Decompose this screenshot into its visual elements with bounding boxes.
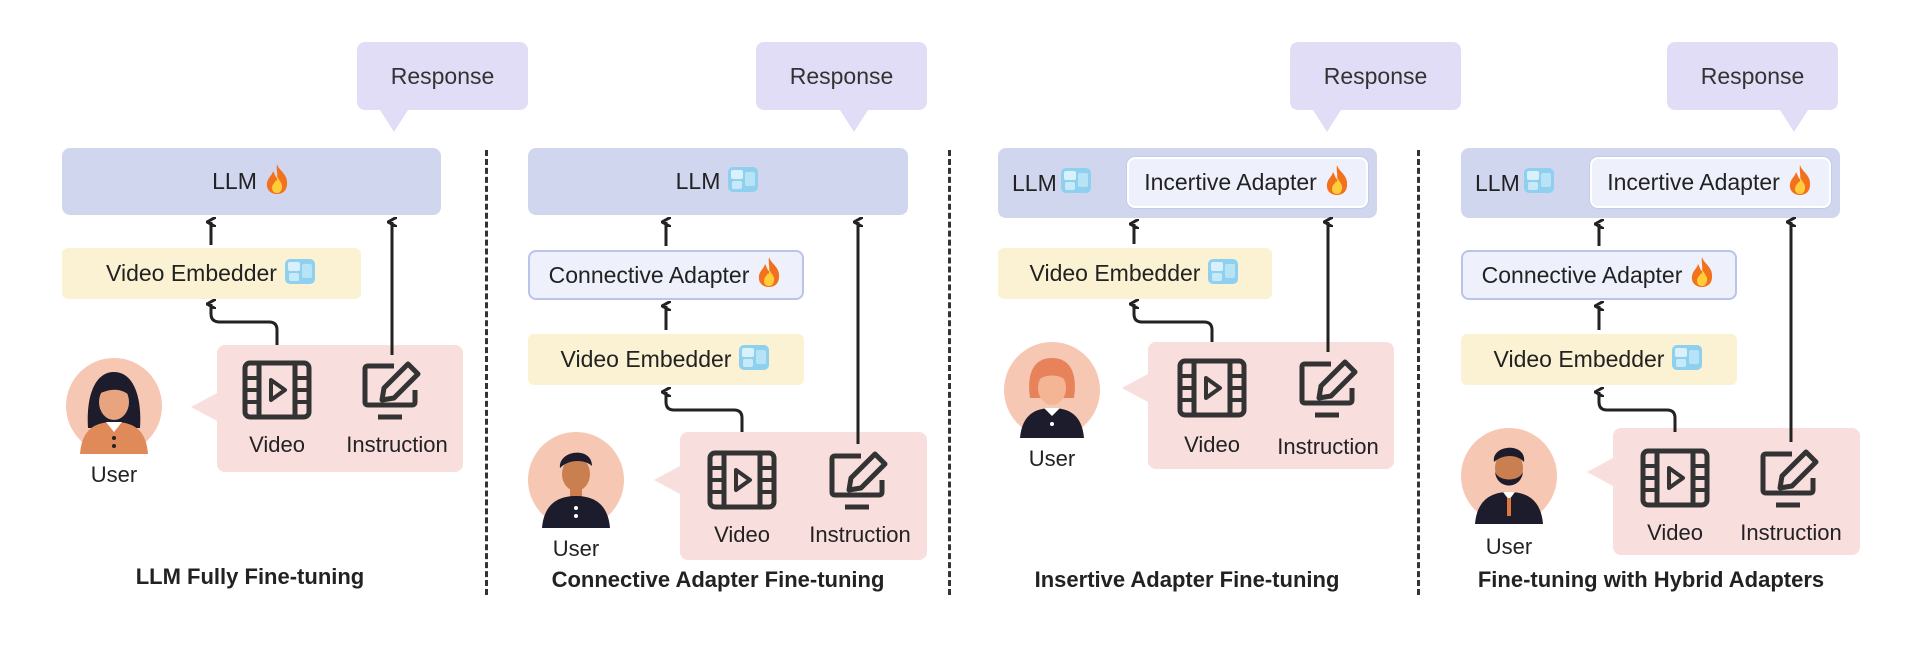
connective-adapter-box: Connective Adapter (1461, 250, 1737, 300)
ice-cube-icon (1206, 256, 1240, 292)
video-label: Video (714, 522, 770, 547)
video-label: Video (1184, 432, 1240, 457)
user-avatar-icon (1461, 428, 1557, 524)
panel-divider (1417, 150, 1420, 595)
ice-cube-icon (1059, 165, 1093, 201)
response-bubble: Response (756, 42, 927, 110)
user-avatar-icon (528, 432, 624, 528)
user-avatar-icon (1004, 342, 1100, 438)
ice-cube-icon (726, 164, 760, 200)
llm-box: LLM (528, 148, 908, 215)
panel-caption: Insertive Adapter Fine-tuning (1034, 567, 1340, 592)
user-label: User (1028, 446, 1076, 471)
video-embedder-box: Video Embedder (998, 248, 1272, 299)
input-bubble-tail (654, 466, 680, 494)
input-bubble-tail (191, 393, 217, 421)
response-label: Response (789, 62, 894, 89)
video-embedder-box: Video Embedder (62, 248, 361, 299)
input-bubble-tail (1122, 374, 1148, 402)
panel-divider (485, 150, 488, 595)
instruction-label: Instruction (346, 432, 448, 457)
video-label: Video (1647, 520, 1703, 545)
pencil-monitor-icon[interactable] (1760, 448, 1822, 515)
adapter-label: Incertive Adapter (1607, 169, 1780, 195)
response-bubble-tail (1780, 110, 1808, 132)
insertive-adapter-box: Incertive Adapter (1127, 157, 1368, 208)
connective-adapter-box: Connective Adapter (528, 250, 804, 300)
panel-caption: LLM Fully Fine-tuning (135, 564, 365, 589)
flow-arrow (1134, 304, 1214, 342)
film-play-icon[interactable] (1177, 358, 1247, 423)
pencil-monitor-icon[interactable] (1299, 358, 1361, 425)
video-embedder-box: Video Embedder (528, 334, 804, 385)
panel-divider (948, 150, 951, 595)
panel-caption: Fine-tuning with Hybrid Adapters (1477, 567, 1825, 592)
fire-icon (1688, 256, 1716, 294)
instruction-label: Instruction (809, 522, 911, 547)
response-bubble: Response (357, 42, 528, 110)
flow-arrow (211, 304, 279, 345)
fire-icon (755, 256, 783, 294)
panel-caption: Connective Adapter Fine-tuning (551, 567, 885, 592)
flow-arrow (666, 392, 744, 432)
llm-label: LLM (1012, 169, 1057, 196)
video-embedder-box: Video Embedder (1461, 334, 1737, 385)
response-bubble: Response (1290, 42, 1461, 110)
adapter-label: Connective Adapter (548, 261, 750, 288)
ice-cube-icon (1670, 342, 1704, 378)
user-label: User (552, 536, 600, 561)
user-avatar-icon (66, 358, 162, 454)
input-bubble-tail (1587, 458, 1613, 486)
embedder-label: Video Embedder (1029, 260, 1201, 286)
llm-label: LLM (675, 168, 721, 194)
film-play-icon[interactable] (707, 450, 777, 515)
response-bubble-tail (380, 110, 408, 132)
llm-box: LLM (62, 148, 441, 215)
ice-cube-icon (283, 256, 317, 292)
response-label: Response (1323, 62, 1428, 89)
pencil-monitor-icon[interactable] (362, 360, 424, 427)
instruction-label: Instruction (1277, 434, 1379, 459)
embedder-label: Video Embedder (106, 260, 277, 286)
user-label: User (90, 462, 138, 487)
ice-cube-icon (737, 342, 771, 378)
video-label: Video (249, 432, 305, 457)
response-label: Response (390, 62, 495, 89)
pencil-monitor-icon[interactable] (829, 450, 891, 517)
embedder-label: Video Embedder (560, 346, 732, 372)
llm-label: LLM (1475, 169, 1520, 196)
response-bubble-tail (840, 110, 868, 132)
fire-icon (1323, 164, 1351, 202)
response-bubble: Response (1667, 42, 1838, 110)
adapter-label: Connective Adapter (1481, 261, 1683, 288)
fire-icon (263, 163, 291, 201)
user-label: User (1485, 534, 1533, 559)
response-bubble-tail (1313, 110, 1341, 132)
flow-arrow (1599, 392, 1677, 432)
response-label: Response (1700, 62, 1805, 89)
film-play-icon[interactable] (242, 360, 312, 425)
film-play-icon[interactable] (1640, 448, 1710, 513)
ice-cube-icon (1522, 165, 1556, 201)
adapter-label: Incertive Adapter (1144, 169, 1317, 195)
insertive-adapter-box: Incertive Adapter (1590, 157, 1831, 208)
embedder-label: Video Embedder (1493, 346, 1665, 372)
instruction-label: Instruction (1740, 520, 1842, 545)
fire-icon (1786, 164, 1814, 202)
llm-label: LLM (212, 168, 257, 194)
